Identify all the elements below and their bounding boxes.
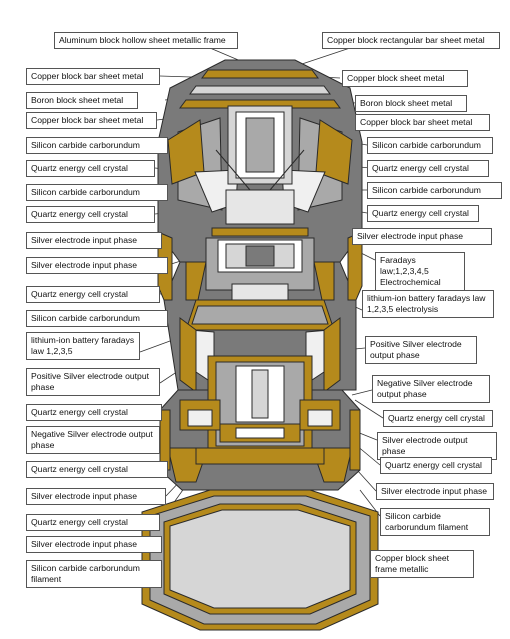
label-quartz-left-1: Quartz energy cell crystal [26, 160, 155, 177]
label-sic-left-3: Silicon carbide carborundum [26, 310, 168, 327]
right-lower-strap [349, 409, 361, 471]
label-copper-rect-bar: Copper block rectangular bar sheet metal [322, 32, 500, 49]
label-quartz-left-2: Quartz energy cell crystal [26, 206, 155, 223]
label-sic-right-1: Silicon carbide carborundum [367, 137, 493, 154]
label-quartz-right-4: Quartz energy cell crystal [380, 457, 492, 474]
label-silver-output-right: Silver electrode output phase [377, 432, 497, 460]
base-inner-gray [169, 509, 351, 609]
label-silver-input-left-3: Silver electrode input phase [26, 488, 166, 505]
lower-gold-strip [195, 447, 325, 465]
copper-top-bar [201, 69, 319, 79]
label-boron-right: Boron block sheet metal [355, 95, 467, 112]
label-sic-left-2: Silicon carbide carborundum [26, 184, 168, 201]
lower-inner-white [235, 427, 285, 439]
label-copper-bar-left-2: Copper block bar sheet metal [26, 112, 157, 129]
top-center-gold-plate [211, 227, 309, 237]
right-gold-strap [347, 231, 363, 301]
label-boron-left: Boron block sheet metal [26, 92, 138, 109]
quartz-small-right [307, 409, 333, 427]
label-quartz-right-2: Quartz energy cell crystal [367, 205, 479, 222]
label-silver-input-left-2: Silver electrode input phase [26, 257, 168, 274]
label-sic-filament-right: Silicon carbide carborundum filament [380, 508, 490, 536]
label-sic-right-2: Silicon carbide carborundum [367, 182, 502, 199]
lower-center-core [251, 369, 269, 419]
middle-center-block [231, 283, 289, 301]
label-quartz-right-1: Quartz energy cell crystal [367, 160, 489, 177]
lithium-gray-band [191, 305, 329, 325]
label-negative-silver-right: Negative Silver electrode output phase [372, 375, 490, 403]
label-positive-silver-right: Positive Silver electrode output phase [365, 336, 477, 364]
label-silver-input-right-2: Silver electrode input phase [376, 483, 494, 500]
label-sic-left-1: Silicon carbide carborundum [26, 137, 168, 154]
label-copper-frame-right: Copper block sheet frame metallic [370, 550, 474, 578]
label-sic-filament-left: Silicon carbide carborundum filament [26, 560, 162, 588]
top-head-section [157, 59, 363, 263]
label-positive-silver-left: Positive Silver electrode output phase [26, 368, 160, 396]
label-lithium-right: lithium-ion battery faradays law 1,2,3,5… [362, 290, 494, 318]
top-center-block [225, 189, 295, 225]
label-copper-bar-left-1: Copper block bar sheet metal [26, 68, 160, 85]
lower-electrode-section [159, 355, 361, 491]
label-negative-silver-left: Negative Silver electrode output phase [26, 426, 160, 454]
quartz-small-left [187, 409, 213, 427]
label-faradays-law: Faradays law;1,2,3,4,5 Electrochemical [375, 252, 465, 291]
label-copper-bar-right-2: Copper block bar sheet metal [355, 114, 490, 131]
label-silver-input-left-4: Silver electrode input phase [26, 536, 162, 553]
label-copper-bar-right-1: Copper block sheet metal [342, 70, 468, 87]
positive-electrode-right [323, 317, 341, 393]
label-lithium-left: lithium-ion battery faradays law 1,2,3,5 [26, 332, 140, 360]
middle-coil-core [245, 245, 275, 267]
copper-bar-2 [179, 99, 341, 109]
label-quartz-left-5: Quartz energy cell crystal [26, 461, 168, 478]
label-quartz-right-3: Quartz energy cell crystal [383, 410, 493, 427]
top-coil-core [245, 117, 275, 173]
left-lower-strap [159, 409, 171, 471]
label-quartz-left-4: Quartz energy cell crystal [26, 404, 162, 421]
label-silver-input-left-1: Silver electrode input phase [26, 232, 162, 249]
bottom-base-section [141, 489, 379, 631]
label-quartz-left-6: Quartz energy cell crystal [26, 514, 160, 531]
boron-top-bar [189, 85, 331, 95]
label-quartz-left-3: Quartz energy cell crystal [26, 286, 160, 303]
label-silver-input-right-1: Silver electrode input phase [352, 228, 492, 245]
label-aluminum-frame: Aluminum block hollow sheet metallic fra… [54, 32, 238, 49]
positive-electrode-left [179, 317, 197, 393]
